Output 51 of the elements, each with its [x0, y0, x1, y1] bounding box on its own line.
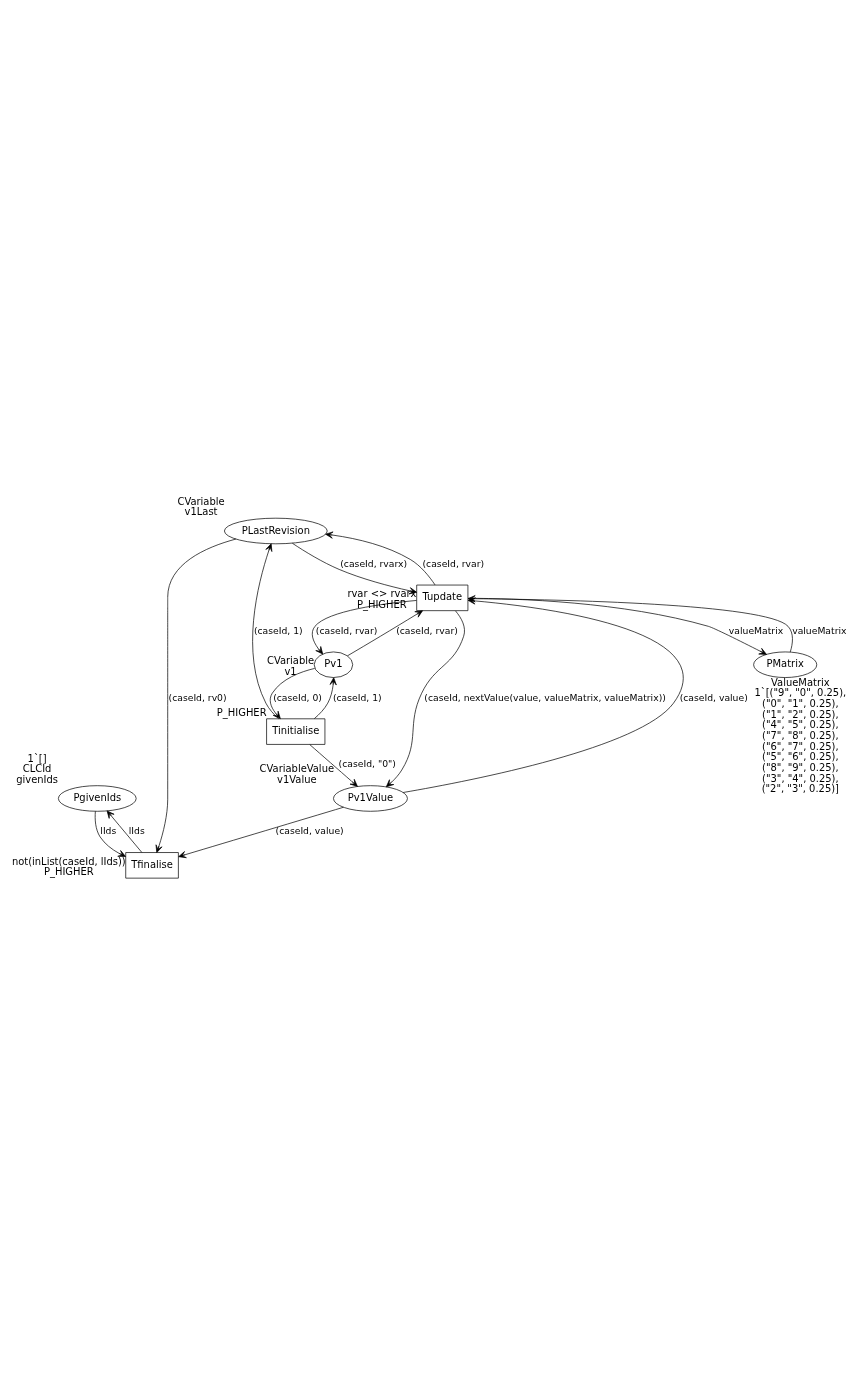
node-label: givenIds [16, 773, 58, 785]
edge-label: (caseId, rvar) [315, 624, 378, 636]
edge-label: (caseId, 1) [332, 691, 382, 703]
arrow [252, 542, 279, 719]
node-label: CVariableValue [259, 762, 335, 774]
arrow [106, 810, 143, 853]
edge-label: lIds [100, 824, 117, 836]
node-label: v1 [284, 665, 297, 677]
edge-label: (caseId, rv0) [168, 691, 227, 703]
node-label: P_HIGHER [216, 706, 267, 718]
node-ellipse: Pv1 [313, 651, 354, 678]
node-label: not(inList(caseId, lIds)) [11, 855, 126, 867]
node-ellipse: Pv1Value [333, 784, 408, 812]
node-label: P_HIGHER [43, 865, 94, 877]
arrow [309, 743, 358, 787]
edge-label: (caseId, value) [679, 691, 748, 703]
node-box: Tupdate [416, 584, 469, 611]
edge-label: (caseId, "0") [338, 757, 396, 769]
node-label: CLCId [22, 762, 52, 774]
arrow [178, 806, 344, 858]
edge-label: valueMatrix [728, 624, 784, 636]
node-label: 1`[("9", "0", 0.25), ("0", "1", 0.25), ("1", "2", 0.25), ("4", "5", 0.25), ("7", "8", 0.25), ("6", "7", 0.25), ("5", "6", 0.25), ("8", "9", 0.25), ("3", "4", 0.25), ("2", "3", 0.25)] [754, 686, 847, 794]
edge-label: (caseId, nextValue(value, valueMatrix, valueMatrix)) [424, 691, 666, 703]
node-label: CVariable [266, 654, 315, 666]
node-box: Tinitialise [266, 717, 326, 745]
arrow [313, 676, 337, 719]
node-ellipse: PgivenIds [58, 784, 137, 812]
arrow [385, 610, 465, 787]
node-ellipse: PMatrix [753, 651, 818, 678]
arrow [94, 810, 126, 857]
arrow [155, 538, 237, 853]
arrow [269, 667, 316, 719]
node-label: ValueMatrix [771, 676, 830, 688]
edge-label: (caseId, rvar) [422, 557, 485, 569]
edge-label: (caseId, value) [275, 824, 344, 836]
edge-label: (caseId, rvarx) [340, 557, 408, 569]
arrow [311, 599, 417, 654]
arrow [325, 531, 436, 585]
node-box: Tfinalise [125, 851, 179, 878]
node-ellipse: PLastRevision [224, 517, 328, 544]
node-label: v1Last [184, 505, 218, 517]
edge-label: (caseId, rvar) [396, 624, 458, 636]
arrow [292, 542, 417, 594]
edge-label: lIds [128, 824, 145, 836]
edge-label: (caseId, 1) [253, 624, 303, 636]
edge-label: valueMatrix [792, 624, 847, 636]
arrow [347, 609, 423, 656]
edge-label: (caseId, 0) [273, 691, 322, 703]
node-label: v1Value [277, 773, 317, 785]
node-label: CVariable [177, 495, 225, 507]
node-label: 1`[] [27, 752, 47, 764]
